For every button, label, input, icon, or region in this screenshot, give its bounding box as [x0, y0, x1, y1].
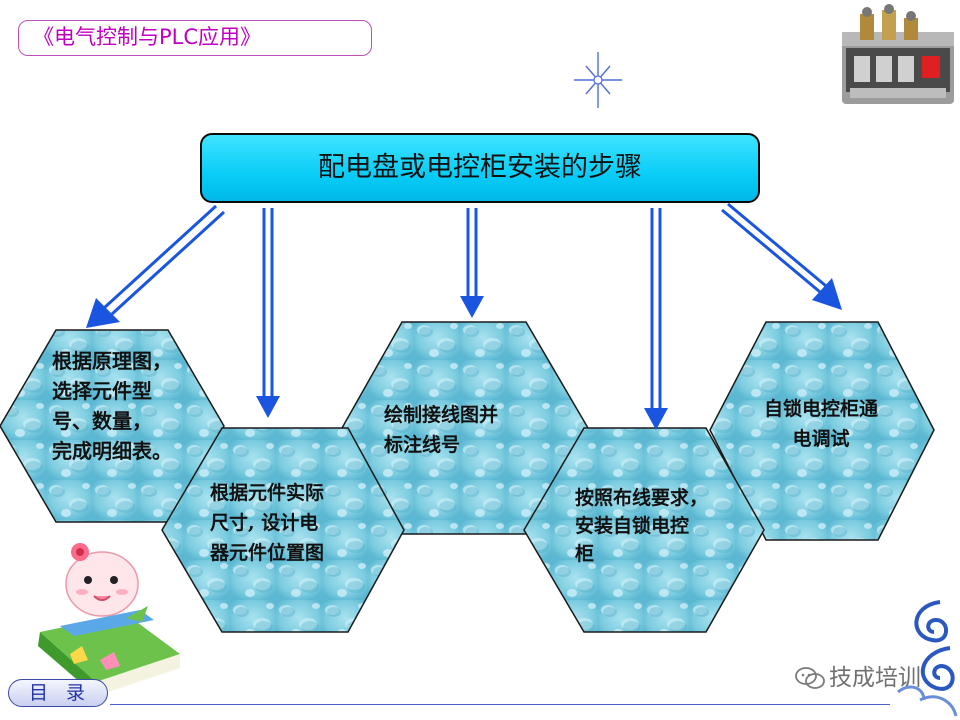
step-3-line-1: 绘制接线图并 — [384, 404, 499, 426]
step-5-text: 自锁电控柜通 电调试 — [741, 394, 901, 454]
step-3-line-2: 标注线号 — [384, 434, 461, 456]
step-hex-5 — [709, 321, 935, 541]
step-1-line-2: 选择元件型 — [52, 379, 152, 403]
arrow-3 — [460, 208, 484, 318]
step-5-line-2: 电调试 — [792, 428, 850, 450]
step-1-line-3: 号、数量， — [52, 409, 152, 433]
step-hex-2 — [161, 427, 405, 633]
relay-image — [842, 4, 954, 104]
footer-divider — [110, 704, 890, 705]
step-hex-4 — [523, 427, 765, 633]
step-3-text: 绘制接线图并 标注线号 — [384, 400, 544, 460]
arrow-1 — [86, 204, 226, 328]
mascot-image — [38, 543, 180, 696]
step-2-text: 根据元件实际 尺寸, 设计电 器元件位置图 — [210, 478, 370, 568]
step-4-line-3: 柜 — [575, 543, 595, 565]
toc-button[interactable]: 目录 — [8, 679, 108, 707]
arrow-2 — [256, 208, 280, 418]
step-4-text: 按照布线要求， 安装自锁电控 柜 — [575, 484, 735, 568]
arrow-5 — [721, 202, 842, 310]
step-5-line-1: 自锁电控柜通 — [763, 398, 878, 420]
step-4-line-1: 按照布线要求， — [575, 487, 709, 509]
steps-title: 配电盘或电控柜安装的步骤 — [200, 133, 760, 203]
course-title: 《电气控制与PLC应用》 — [18, 20, 372, 56]
swirl-ornament — [897, 600, 958, 717]
step-2-line-2: 尺寸, 设计电 — [210, 512, 319, 534]
wechat-icon — [795, 667, 825, 689]
step-2-line-3: 器元件位置图 — [210, 542, 325, 564]
step-1-line-1: 根据原理图， — [52, 349, 172, 373]
sparkle-icon — [574, 52, 622, 108]
step-2-line-1: 根据元件实际 — [210, 482, 325, 504]
step-4-line-2: 安装自锁电控 — [575, 515, 690, 537]
arrow-4 — [644, 208, 668, 430]
step-1-line-4: 完成明细表。 — [52, 439, 172, 463]
step-1-text: 根据原理图， 选择元件型 号、数量， 完成明细表。 — [52, 346, 212, 466]
